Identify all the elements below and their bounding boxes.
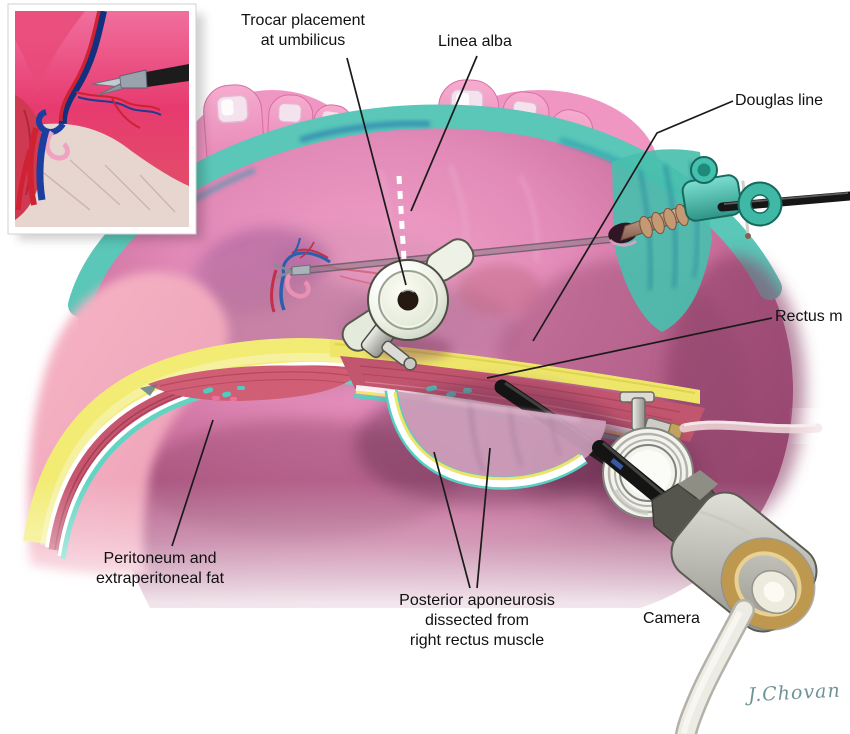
right-trocar <box>608 149 850 332</box>
cut-vessel-specks <box>203 386 245 401</box>
leader-lines <box>171 55 773 589</box>
camera-assembly <box>590 391 850 734</box>
leader-posterior-aponeurosis-right <box>476 447 491 589</box>
leader-douglas-line <box>532 100 734 342</box>
label-posterior-aponeurosis: Posterior aponeurosis dissected from rig… <box>399 592 555 649</box>
port-stopcock <box>619 391 850 444</box>
umbilical-trocar <box>341 238 475 371</box>
label-trocar-placement: Trocar placement at umbilicus <box>241 12 365 49</box>
leader-rectus-muscle <box>486 317 773 379</box>
label-douglas-line: Douglas line <box>735 92 824 109</box>
leader-posterior-aponeurosis-left <box>433 451 471 589</box>
leader-linea-alba <box>410 55 478 212</box>
posterior-aponeurosis-flap <box>384 389 606 490</box>
inset-detail-view <box>7 3 204 240</box>
leader-peritoneum <box>171 419 214 547</box>
camera-cable <box>675 599 755 734</box>
label-peritoneum: Peritoneum and extraperitoneal fat <box>95 550 225 587</box>
label-linea-alba: Linea alba <box>438 33 512 50</box>
laparoscope-camera <box>651 470 818 633</box>
inset-instrument <box>91 64 189 96</box>
leader-trocar-placement <box>346 57 407 286</box>
label-camera: Camera <box>643 610 700 627</box>
label-rectus-muscle: Rectus m <box>775 308 843 325</box>
